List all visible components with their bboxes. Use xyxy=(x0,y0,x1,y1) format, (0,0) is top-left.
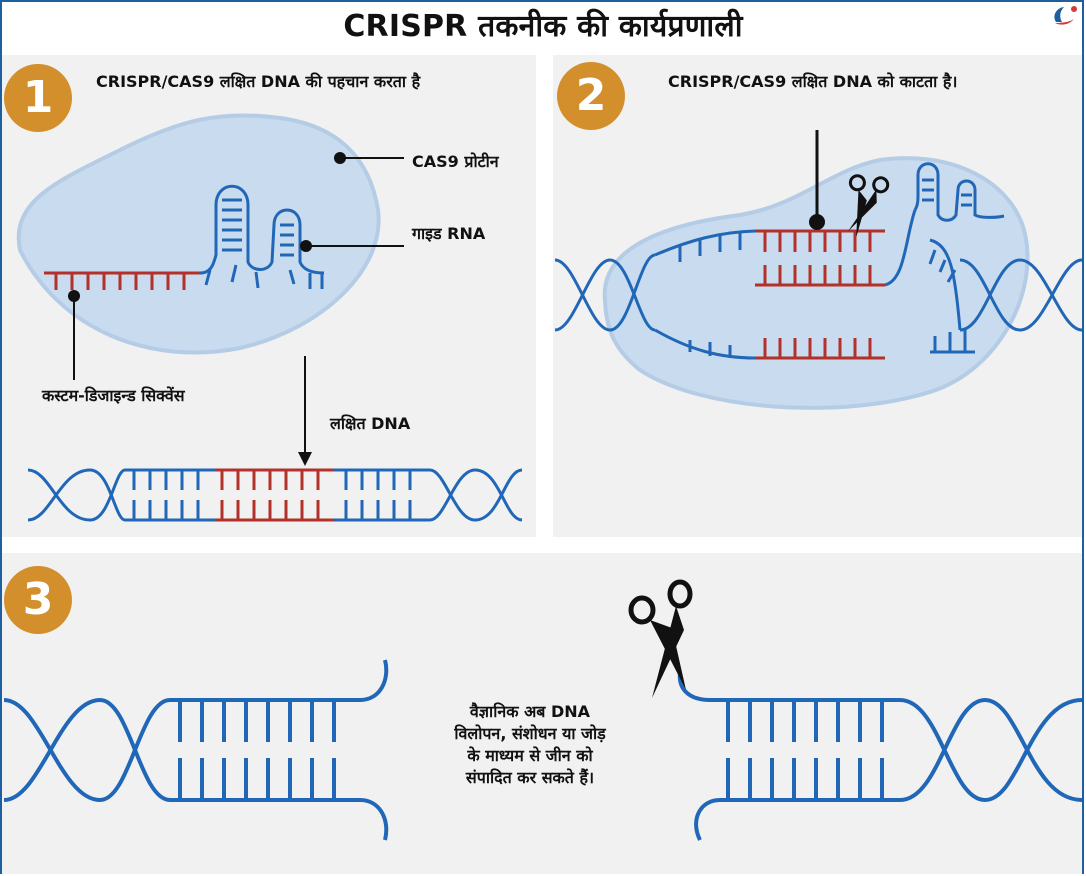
scissors-icon-large xyxy=(628,579,693,698)
left-dna-rungs xyxy=(178,700,336,800)
target-dna-rungs xyxy=(132,470,412,520)
cas9-protein-shape xyxy=(16,113,381,355)
cas9-protein-label: CAS9 प्रोटीन xyxy=(412,152,499,171)
blue-rungs-2 xyxy=(678,233,967,358)
guide-rna-strand xyxy=(199,184,325,289)
description-line: संपादित कर सकते हैं। xyxy=(465,768,595,787)
left-dna-fragment xyxy=(3,659,389,841)
target-arrow-head xyxy=(298,452,312,466)
top-strand xyxy=(654,209,917,287)
guide-rna-label: गाइड RNA xyxy=(412,224,486,243)
custom-sequence-label: कस्टम-डिजाइन्ड सिक्वेंस xyxy=(42,386,185,405)
description-line: के माध्यम से जीन को xyxy=(467,746,593,765)
step-2-heading: CRISPR/CAS9 लक्षित DNA को काटता है। xyxy=(668,72,958,91)
step-3-description: वैज्ञानिक अब DNA विलोपन, संशोधन या जोड़ … xyxy=(420,701,640,789)
outer-helix-right xyxy=(959,258,1083,332)
guide-rna-callout-dot xyxy=(300,240,312,252)
cas9-callout-dot xyxy=(334,152,346,164)
outer-helix-left xyxy=(554,253,656,332)
cas9-pointer-dot xyxy=(809,214,825,230)
cut-site-rungs xyxy=(763,231,872,358)
target-dna-helix xyxy=(27,468,523,522)
callout-lines xyxy=(73,157,404,455)
step-badge-2: 2 xyxy=(557,62,625,130)
step-1-heading: CRISPR/CAS9 लक्षित DNA की पहचान करता है xyxy=(96,72,421,91)
target-dna-label: लक्षित DNA xyxy=(330,414,411,433)
guide-rna-hairpins-2 xyxy=(913,162,1005,222)
bottom-strand xyxy=(654,238,975,360)
description-line: वैज्ञानिक अब DNA xyxy=(469,702,591,721)
custom-sequence-strand xyxy=(44,271,200,290)
description-line: विलोपन, संशोधन या जोड़ xyxy=(454,724,606,743)
right-dna-fragment xyxy=(677,671,1083,841)
scissors-icon xyxy=(847,174,890,238)
page-title: CRISPR तकनीक की कार्यप्रणाली xyxy=(343,9,743,44)
custom-sequence-callout-dot xyxy=(68,290,80,302)
step-badge-1: 1 xyxy=(4,64,72,132)
right-dna-rungs xyxy=(726,700,884,800)
brand-logo-icon xyxy=(1054,6,1077,25)
step-badge-3: 3 xyxy=(4,566,72,634)
